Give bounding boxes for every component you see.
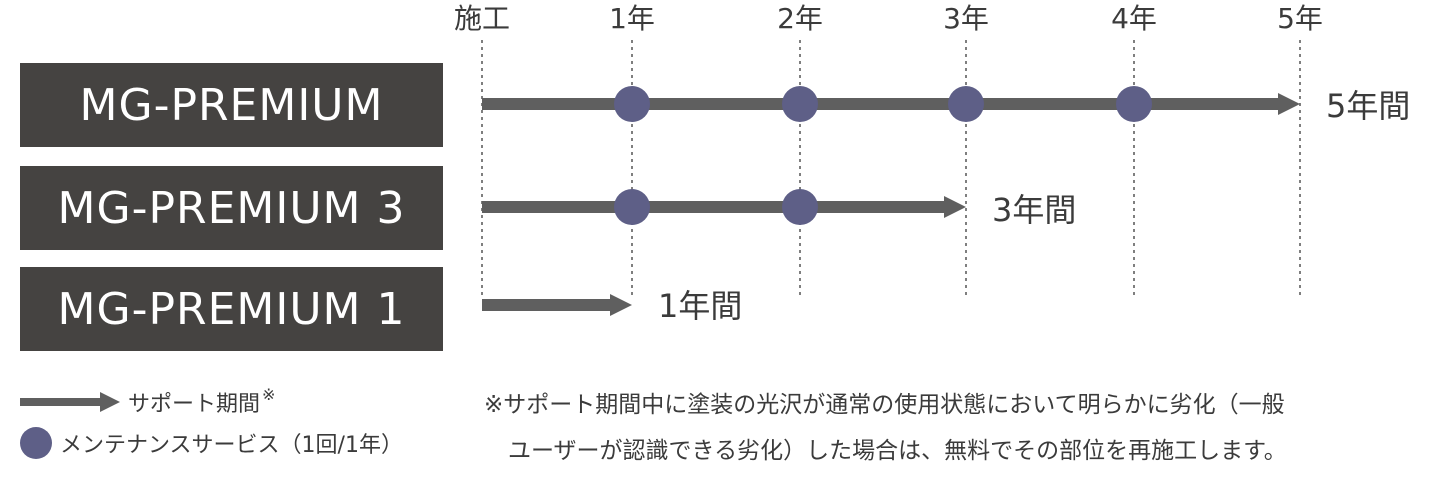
- year-header-3: 3年: [943, 2, 989, 35]
- support-note-line-1: ※サポート期間中に塗装の光沢が通常の使用状態において明らかに劣化（一般: [484, 392, 1285, 418]
- maintenance-dot-0-1: [782, 86, 818, 122]
- maintenance-dot-1-1: [782, 189, 818, 225]
- plan-box-mg-premium: MG-PREMIUM: [20, 63, 443, 147]
- maintenance-dot-icon: [20, 427, 52, 459]
- legend-support-mark: ※: [262, 384, 276, 404]
- support-arrowhead-0: [1278, 93, 1300, 115]
- support-bar-2: [482, 299, 612, 311]
- legend-maintenance: メンテナンスサービス（1回/1年）: [20, 427, 403, 459]
- maintenance-dot-0-3: [1116, 86, 1152, 122]
- plan-box-mg-premium-1: MG-PREMIUM 1: [20, 267, 443, 351]
- maintenance-dot-1-0: [614, 189, 650, 225]
- period-label-mg-premium-1: 1年間: [658, 287, 743, 325]
- year-header-2: 2年: [777, 2, 823, 35]
- support-bar-0: [482, 98, 1280, 110]
- legend-support-label: サポート期間: [128, 392, 261, 417]
- support-arrowhead-1: [944, 196, 966, 218]
- year-header-0: 施工: [453, 2, 511, 35]
- legend-support: サポート期間※: [20, 384, 276, 418]
- maintenance-dot-0-2: [948, 86, 984, 122]
- year-header-5: 5年: [1277, 2, 1323, 35]
- plan-box-mg-premium-3: MG-PREMIUM 3: [20, 166, 443, 250]
- support-arrowhead-2: [610, 294, 632, 316]
- arrow-icon: [20, 392, 120, 412]
- support-note: ※サポート期間中に塗装の光沢が通常の使用状態において明らかに劣化（一般 ユーザー…: [484, 382, 1424, 474]
- maintenance-dot-0-0: [614, 86, 650, 122]
- year-header-4: 4年: [1111, 2, 1157, 35]
- year-header-1: 1年: [609, 2, 655, 35]
- period-label-mg-premium: 5年間: [1326, 87, 1411, 125]
- legend-maintenance-label: メンテナンスサービス（1回/1年）: [60, 433, 403, 458]
- support-bar-1: [482, 201, 946, 213]
- period-label-mg-premium-3: 3年間: [992, 191, 1077, 229]
- support-note-line-2: ユーザーが認識できる劣化）した場合は、無料でその部位を再施工します。: [508, 438, 1287, 464]
